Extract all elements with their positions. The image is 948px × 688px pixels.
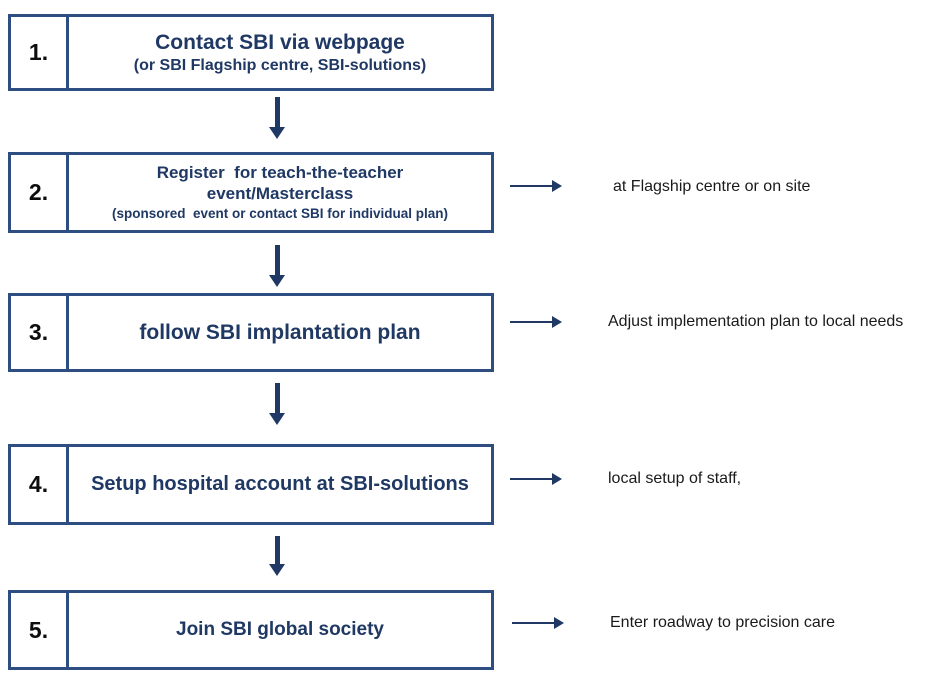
down-arrow-3-head [269, 413, 285, 425]
step-4-number: 4. [11, 447, 69, 522]
step-2-subtitle: (sponsored event or contact SBI for indi… [111, 205, 449, 221]
down-arrow-2-shaft [274, 245, 280, 276]
step-1-content: Contact SBI via webpage (or SBI Flagship… [69, 17, 491, 88]
right-arrow-2 [510, 180, 562, 192]
annotation-step-3: Adjust implementation plan to local need… [608, 313, 904, 330]
right-arrow-5-shaft [512, 621, 555, 625]
down-arrow-3-shaft [274, 383, 280, 414]
step-1-box: 1. Contact SBI via webpage (or SBI Flags… [8, 14, 494, 91]
step-3-title: follow SBI implantation plan [139, 320, 421, 344]
right-arrow-4-shaft [510, 477, 553, 481]
down-arrow-2-head [269, 275, 285, 287]
right-arrow-2-head [552, 180, 562, 192]
right-arrow-3 [510, 316, 562, 328]
right-arrow-4 [510, 473, 562, 485]
step-2-content: Register for teach-the-teacher event/Mas… [69, 155, 491, 230]
down-arrow-4-shaft [274, 536, 280, 565]
step-4-box: 4. Setup hospital account at SBI-solutio… [8, 444, 494, 525]
right-arrow-2-shaft [510, 184, 553, 188]
down-arrow-1-shaft [274, 97, 280, 128]
step-3-box: 3. follow SBI implantation plan [8, 293, 494, 372]
step-2-title-line2: event/Masterclass [206, 184, 354, 204]
step-5-box: 5. Join SBI global society [8, 590, 494, 670]
step-5-content: Join SBI global society [69, 593, 491, 667]
step-2-number: 2. [11, 155, 69, 230]
down-arrow-1 [269, 97, 285, 139]
down-arrow-3 [269, 383, 285, 425]
step-1-number: 1. [11, 17, 69, 88]
step-5-title: Join SBI global society [176, 619, 384, 641]
right-arrow-5 [512, 617, 564, 629]
step-2-title-line1: Register for teach-the-teacher [156, 163, 404, 183]
step-1-subtitle: (or SBI Flagship centre, SBI-solutions) [133, 56, 427, 74]
step-1-title: Contact SBI via webpage [155, 30, 405, 54]
step-3-content: follow SBI implantation plan [69, 296, 491, 369]
step-4-content: Setup hospital account at SBI-solutions [69, 447, 491, 522]
annotation-step-4: local setup of staff, [608, 470, 742, 487]
annotation-step-2: at Flagship centre or on site [613, 178, 811, 195]
right-arrow-3-shaft [510, 320, 553, 324]
right-arrow-4-head [552, 473, 562, 485]
step-4-title: Setup hospital account at SBI-solutions [91, 473, 469, 496]
down-arrow-4-head [269, 564, 285, 576]
right-arrow-3-head [552, 316, 562, 328]
step-5-number: 5. [11, 593, 69, 667]
step-2-box: 2. Register for teach-the-teacher event/… [8, 152, 494, 233]
down-arrow-1-head [269, 127, 285, 139]
down-arrow-4 [269, 536, 285, 576]
annotation-step-5: Enter roadway to precision care [610, 614, 835, 631]
step-3-number: 3. [11, 296, 69, 369]
down-arrow-2 [269, 245, 285, 287]
right-arrow-5-head [554, 617, 564, 629]
